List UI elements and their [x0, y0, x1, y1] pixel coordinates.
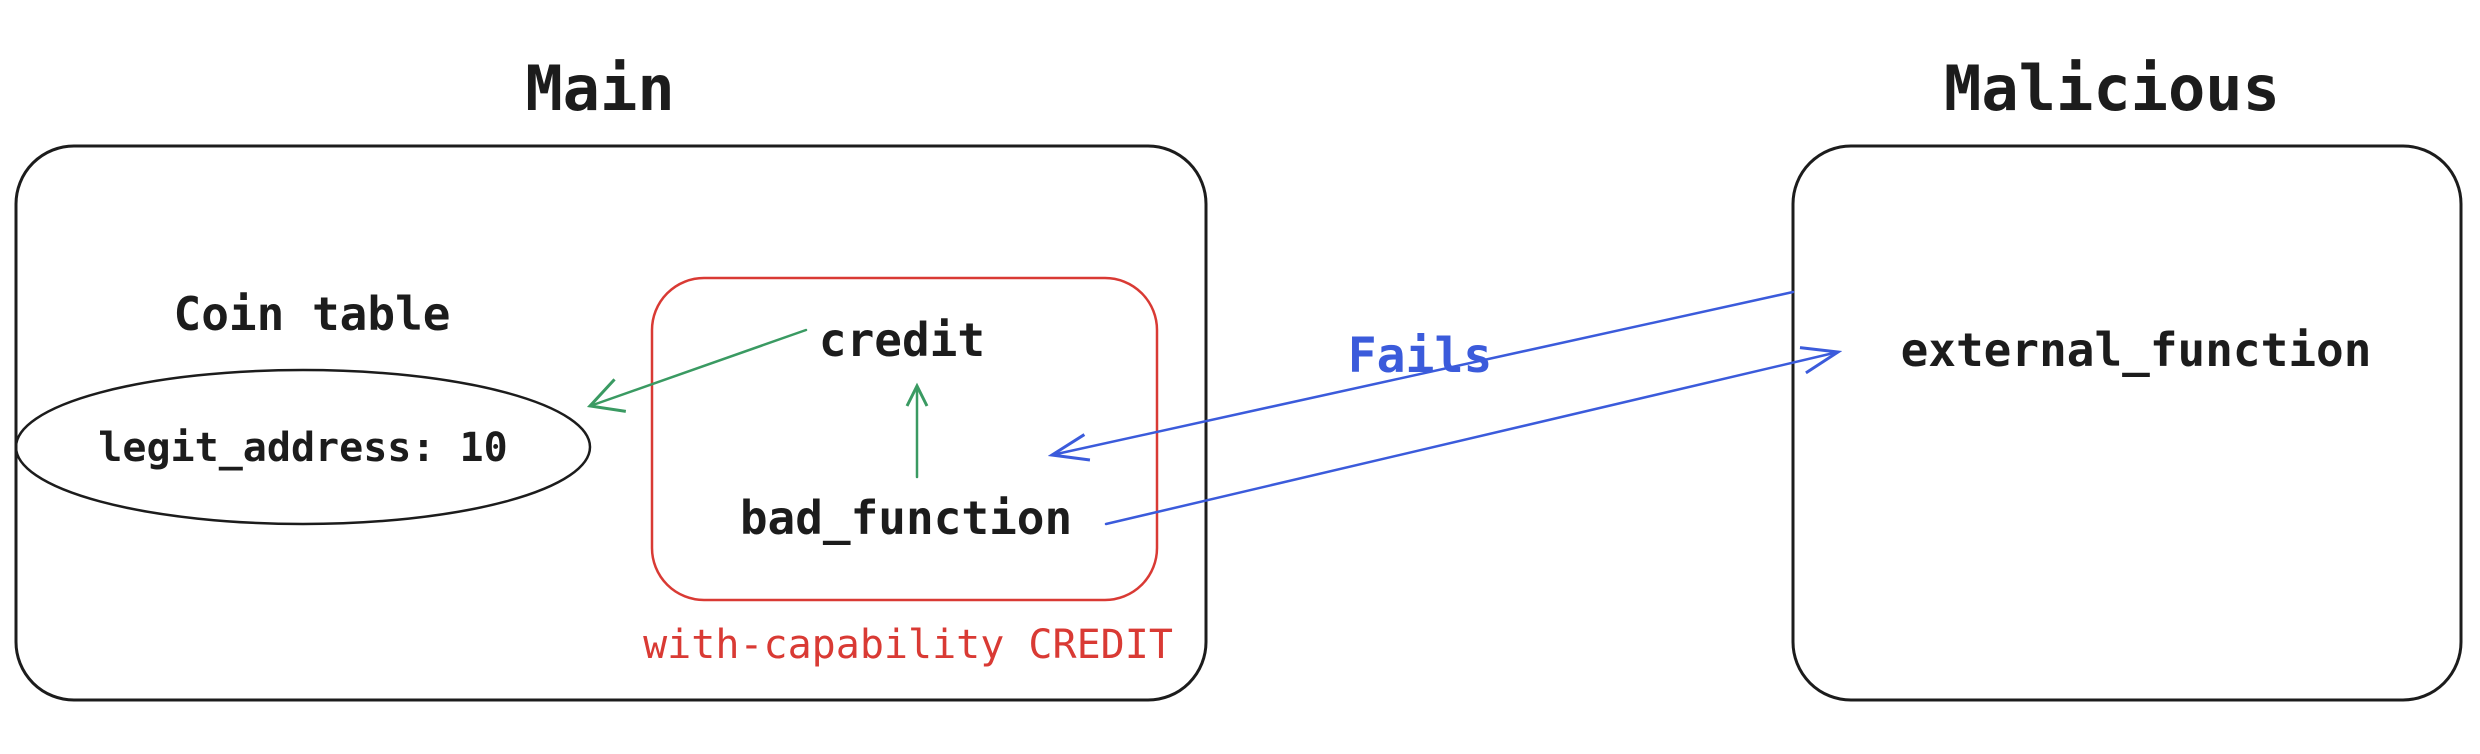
- bad-function-to-external-arrow: [1104, 352, 1838, 526]
- malicious-module-title: Malicious: [1944, 52, 2280, 125]
- malicious-module-box: [1791, 144, 2463, 702]
- external-function-label: external_function: [1901, 323, 2372, 377]
- coin-table-label: Coin table: [174, 287, 451, 341]
- credit-to-coin-table-arrow: [586, 328, 808, 413]
- external-return-fails-arrow: [1052, 290, 1795, 455]
- legit-address-value: legit_address: 10: [98, 425, 507, 471]
- with-capability-box: [650, 276, 1159, 602]
- cross-module-arrows: Fails: [1052, 290, 1838, 526]
- malicious-module: Malicious external_function: [1791, 52, 2463, 702]
- main-module-title: Main: [525, 52, 674, 125]
- bad-function-label: bad_function: [740, 491, 1072, 545]
- fails-label: Fails: [1348, 328, 1493, 384]
- with-capability-caption: with-capability CREDIT: [643, 622, 1173, 668]
- legit-address-ellipse: [14, 368, 592, 526]
- credit-label: credit: [819, 313, 985, 367]
- main-module: Main Coin table legit_address: 10 credit…: [14, 52, 1208, 702]
- main-module-box: [14, 144, 1208, 702]
